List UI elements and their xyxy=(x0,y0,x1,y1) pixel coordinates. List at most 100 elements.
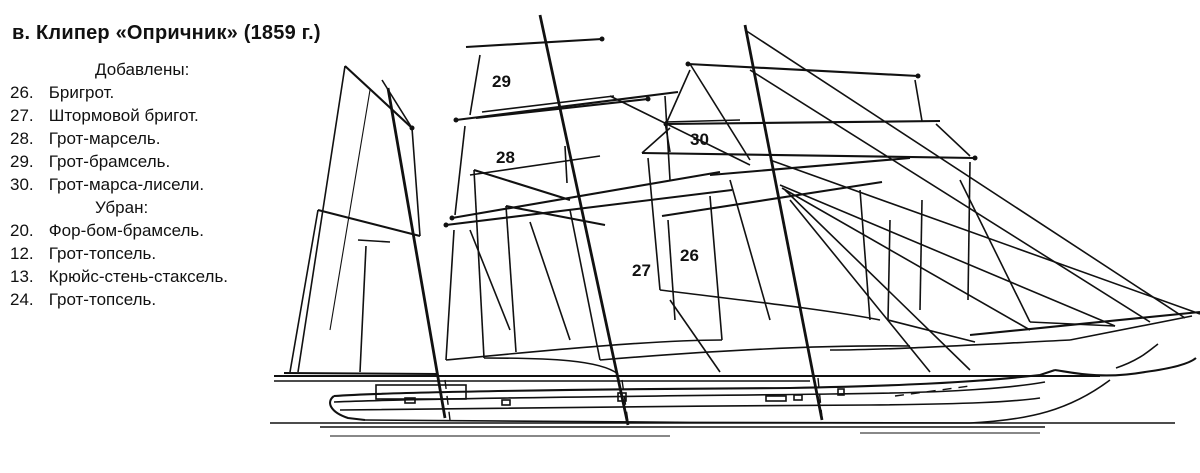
legend-item: 27. Штормовой бригот. xyxy=(10,104,228,127)
mizzen-leech xyxy=(297,65,346,373)
mizzen-luff xyxy=(411,127,421,237)
sail-28-leech xyxy=(454,125,466,216)
legend-item-text: Штормовой бригот. xyxy=(48,106,199,125)
sail-labels: 29 28 30 27 26 xyxy=(492,72,709,280)
legend-item-text: Грот-топсель. xyxy=(48,244,157,263)
fore-topgallant-yard xyxy=(665,119,941,126)
jib-stay xyxy=(781,187,1031,331)
fore-rig xyxy=(599,61,978,373)
anchor-line xyxy=(894,385,971,397)
mizzen-gaff xyxy=(317,208,421,238)
fore-mast xyxy=(743,24,824,421)
sail-26-leech xyxy=(647,157,661,291)
sail-label-27: 27 xyxy=(632,261,651,280)
jib-stay xyxy=(769,159,1200,315)
sail-label-30: 30 xyxy=(690,130,709,149)
mast-step xyxy=(621,379,629,423)
fore-seam xyxy=(689,63,751,161)
martingale xyxy=(1069,315,1193,341)
legend-item-number: 29. xyxy=(10,152,34,171)
waterlines xyxy=(270,422,1175,437)
yard-end xyxy=(449,215,455,221)
jib-leech xyxy=(959,179,1031,323)
legend-item-text: Крюйс-стень-стаксель. xyxy=(48,267,229,286)
fore-foot xyxy=(599,345,911,361)
legend-item-number: 30. xyxy=(10,175,34,194)
course-foot xyxy=(445,339,723,361)
sheer-line xyxy=(333,369,1056,398)
mizzen-sail-seam xyxy=(359,245,367,373)
hatch xyxy=(837,388,845,396)
legend-item-text: Грот-топсель. xyxy=(48,290,157,309)
legend-item: 13. Крюйс-стень-стаксель. xyxy=(10,265,228,288)
main-rig xyxy=(443,36,733,375)
sail-27-foot xyxy=(483,357,619,375)
sail-label-29: 29 xyxy=(492,72,511,91)
main-course-yard xyxy=(445,188,733,227)
fore-royal-luff xyxy=(914,79,923,122)
hull xyxy=(274,343,1197,424)
yard-end xyxy=(453,117,459,123)
sail-27-leech xyxy=(505,205,517,353)
fore-seam xyxy=(729,179,771,321)
diagram-title: в. Клипер «Опричник» (1859 г.) xyxy=(12,22,321,44)
sail-29-foot xyxy=(481,95,615,113)
fore-course-sheet xyxy=(669,299,721,373)
main-lower-topsail-yard xyxy=(451,170,721,220)
course-seam xyxy=(529,221,571,341)
deckhouse xyxy=(375,384,467,400)
yard-end xyxy=(915,73,921,79)
yard-end xyxy=(599,36,605,42)
sail-30-leech xyxy=(664,121,671,153)
port xyxy=(765,395,787,402)
jib-stay xyxy=(784,189,971,371)
mizzen-sail-seam xyxy=(329,89,371,331)
legend-added-heading: Добавлены: xyxy=(95,60,190,79)
legend-removed-heading: Убран: xyxy=(95,198,149,217)
legend-item-text: Грот-брамсель. xyxy=(48,152,171,171)
legend-item-text: Грот-марса-лисели. xyxy=(48,175,205,194)
sail-30-head xyxy=(664,119,741,123)
mizzen-gaff-vang xyxy=(381,79,413,129)
legend-item-number: 26. xyxy=(10,83,34,102)
studding-sail-30 xyxy=(609,95,751,166)
legend-item-number: 28. xyxy=(10,129,34,148)
main-storm-gaff xyxy=(505,204,606,227)
legend-item: 29. Грот-брамсель. xyxy=(10,150,228,173)
legend-item-text: Фор-бом-брамсель. xyxy=(48,221,204,240)
port xyxy=(404,397,416,404)
stern-counter xyxy=(329,395,366,422)
jib-stay xyxy=(749,69,1151,323)
main-sail-seam xyxy=(569,209,601,361)
sheer-line xyxy=(339,397,1041,411)
fore-topsail-yard xyxy=(641,151,976,160)
legend-item-text: Грот-марсель. xyxy=(48,129,161,148)
yard-end xyxy=(972,155,978,161)
head-rig xyxy=(744,29,1200,373)
sail-label-26: 26 xyxy=(680,246,699,265)
cutwater xyxy=(1115,343,1159,369)
legend-item: 20. Фор-бом-брамсель. xyxy=(10,219,228,242)
mizzen-mast xyxy=(386,87,447,419)
legend-item: 30. Грот-марса-лисели. xyxy=(10,173,228,196)
sail-26-leech xyxy=(667,219,676,321)
legend-item-number: 24. xyxy=(10,290,34,309)
legend-item-number: 13. xyxy=(10,267,34,286)
jib-leech xyxy=(887,219,891,321)
main-topsail-yard xyxy=(455,90,679,122)
yard-end xyxy=(443,222,449,228)
legend-item-number: 27. xyxy=(10,106,34,125)
jib-foot xyxy=(887,319,976,343)
mizzen-reef xyxy=(357,239,391,243)
mast-step xyxy=(444,379,451,421)
legend-item-number: 12. xyxy=(10,244,34,263)
foresail-foot xyxy=(829,339,1071,351)
yard-end xyxy=(645,96,651,102)
sail-label-28: 28 xyxy=(496,148,515,167)
stem xyxy=(969,379,1111,424)
fore-lower-yard xyxy=(661,180,883,218)
jib-foot xyxy=(1029,321,1116,327)
mizzen-topsail-gaff xyxy=(344,65,413,129)
jib-stay xyxy=(744,29,1186,319)
jib-stay xyxy=(779,184,1116,327)
